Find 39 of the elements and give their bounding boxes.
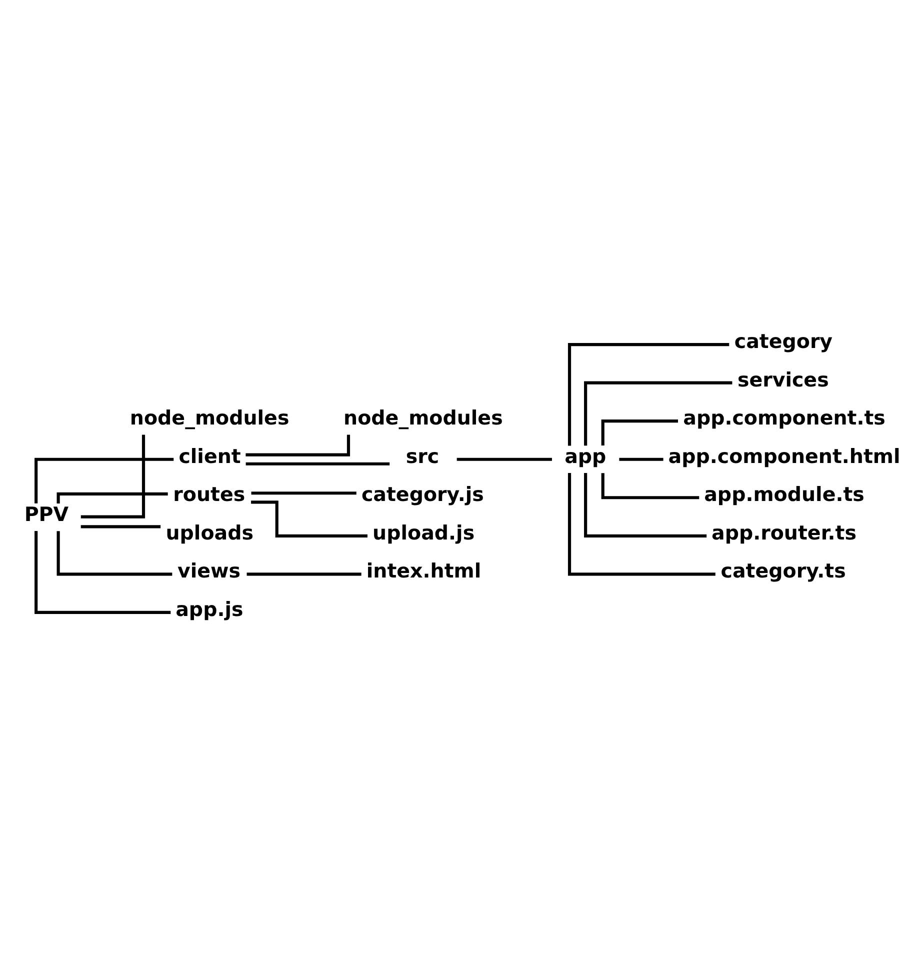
- node-text: app.component.html: [668, 444, 900, 468]
- node-text: intex.html: [366, 560, 482, 583]
- node-text: upload.js: [372, 521, 475, 544]
- connector: [568, 472, 716, 576]
- connector: [601, 473, 700, 500]
- node-text: uploads: [166, 521, 254, 544]
- node-text: category.ts: [720, 560, 846, 583]
- node-text: routes: [173, 483, 246, 506]
- connector: [56, 531, 172, 576]
- node-text: category.js: [361, 483, 484, 506]
- connector: [251, 492, 356, 495]
- node-text: node_modules: [130, 406, 290, 430]
- node-text: app: [564, 444, 606, 468]
- connector: [456, 458, 552, 461]
- node-text: app.component.ts: [683, 406, 886, 430]
- node-text: services: [737, 368, 829, 392]
- node-text: app.js: [176, 598, 244, 621]
- connector: [34, 531, 171, 614]
- node-text: client: [178, 444, 241, 468]
- connector: [34, 458, 174, 504]
- node-text: node_modules: [344, 406, 503, 430]
- node-text: app.module.ts: [704, 483, 864, 506]
- connector: [246, 434, 350, 456]
- connector: [584, 381, 732, 446]
- connector: [246, 462, 390, 466]
- node-text: PPV: [24, 502, 69, 526]
- connector: [568, 342, 730, 446]
- node-text: category: [734, 330, 833, 353]
- connector: [80, 434, 146, 518]
- connector: [601, 420, 678, 446]
- connector: [584, 473, 707, 538]
- node-text: src: [406, 444, 440, 468]
- connector: [80, 525, 161, 528]
- node-text: views: [177, 560, 241, 583]
- connector: [619, 458, 664, 461]
- connector: [56, 492, 168, 504]
- connector: [251, 500, 368, 538]
- node-text: app.router.ts: [712, 521, 856, 544]
- connector: [246, 572, 362, 576]
